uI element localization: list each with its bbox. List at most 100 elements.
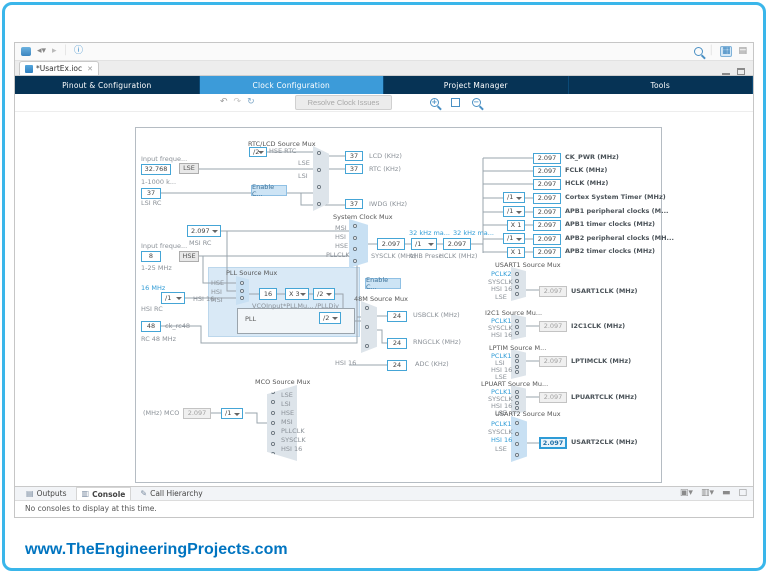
rtc-lcd-source-mux-option-0[interactable] (317, 151, 321, 155)
mco-source-mux[interactable] (267, 385, 297, 461)
hclk-value[interactable]: 2.097 (443, 238, 471, 250)
lptim-source-mux-option-3[interactable] (515, 370, 519, 374)
usart2-source-mux-option-3[interactable] (515, 453, 519, 457)
rtc-lcd-source-mux-option-3[interactable] (317, 202, 321, 206)
lpuart-source-mux-option-2[interactable] (515, 400, 519, 405)
lsi-freq-value[interactable]: 37 (141, 188, 161, 199)
lse-freq-value[interactable]: 32.768 (141, 164, 171, 175)
forward-icon[interactable]: ▸ (52, 46, 57, 56)
pll-source-mux[interactable] (236, 276, 249, 305)
iwdg-value[interactable]: 37 (345, 199, 363, 209)
mco-source-mux-option-5[interactable] (271, 441, 275, 446)
usart1-source-mux-option-2[interactable] (515, 285, 519, 290)
apb2-prescaler-select[interactable]: /1 (503, 233, 525, 244)
lcd-value[interactable]: 37 (345, 151, 363, 161)
open-console-icon[interactable]: ▣▾ (679, 488, 693, 498)
display-console-icon[interactable]: ▥▾ (700, 488, 714, 498)
usbclk-value[interactable]: 24 (387, 311, 407, 322)
editor-tab-usartex[interactable]: *UsartEx.ioc ✕ (19, 61, 99, 75)
cortex-timer-value[interactable]: 2.097 (533, 193, 561, 204)
rtc-hse-divider-select[interactable]: /2 (249, 147, 267, 157)
i2c1-source-mux-option-0[interactable] (515, 319, 519, 323)
sysclk-value[interactable]: 2.097 (377, 238, 405, 250)
system-clock-mux[interactable] (349, 219, 368, 268)
system-clock-mux-option-1[interactable] (353, 235, 357, 240)
tab-project-manager[interactable]: Project Manager (384, 76, 569, 94)
rtc-value[interactable]: 37 (345, 164, 363, 174)
pll-post-div-select[interactable]: /2 (319, 312, 341, 324)
system-clock-mux-option-0[interactable] (353, 224, 357, 228)
apb2-timer-mult[interactable]: X 1 (507, 247, 525, 258)
i2c1-source-mux[interactable] (511, 314, 526, 340)
mco-source-mux-option-2[interactable] (271, 410, 275, 415)
usart1clk-value[interactable]: 2.097 (539, 286, 567, 297)
rc48-freq-value[interactable]: 48 (141, 321, 161, 332)
lpuart-source-mux-option-0[interactable] (515, 390, 519, 394)
usart2-source-mux[interactable] (511, 416, 527, 462)
apb2-periph-value[interactable]: 2.097 (533, 234, 561, 245)
rngclk-value[interactable]: 24 (387, 338, 407, 349)
apb2-timer-value[interactable]: 2.097 (533, 247, 561, 258)
enable-css-checkbox[interactable]: Enable C... (365, 277, 401, 290)
app-icon[interactable] (21, 47, 31, 56)
msi-range-select[interactable]: 2.097 (187, 225, 221, 237)
apb1-periph-value[interactable]: 2.097 (533, 207, 561, 218)
hclk-out-value[interactable]: 2.097 (533, 179, 561, 190)
pll-source-mux-option-1[interactable] (240, 288, 244, 293)
panel-tab-console[interactable]: ▥ Console (75, 487, 132, 500)
lptim-source-mux-option-0[interactable] (515, 354, 519, 358)
usart1-source-mux-option-0[interactable] (515, 272, 519, 276)
lptim-source-mux[interactable] (511, 349, 526, 379)
mco-value[interactable]: 2.097 (183, 408, 211, 419)
lpuart-source-mux-option-3[interactable] (515, 406, 519, 410)
hsi-divider-select[interactable]: /1 (161, 292, 185, 304)
cortex-prescaler-select[interactable]: /1 (503, 192, 525, 203)
fclk-value[interactable]: 2.097 (533, 166, 561, 177)
fit-view-icon[interactable] (451, 98, 461, 107)
refresh-icon[interactable]: ↻ (247, 97, 255, 107)
tab-pinout-configuration[interactable]: Pinout & Configuration (15, 76, 200, 94)
redo-icon[interactable]: ↷ (233, 97, 242, 107)
i2c1-source-mux-option-1[interactable] (515, 325, 519, 329)
panel-tab-outputs[interactable]: ▤ Outputs (21, 487, 72, 500)
usart1-source-mux[interactable] (511, 267, 526, 301)
lpuart-source-mux-option-1[interactable] (515, 395, 519, 400)
m48-source-mux[interactable] (361, 301, 377, 353)
usart2-source-mux-option-2[interactable] (515, 442, 519, 447)
pll-source-mux-option-2[interactable] (240, 296, 244, 300)
usart2-source-mux-option-1[interactable] (515, 431, 519, 436)
plldiv-select[interactable]: /2 (313, 288, 335, 300)
apb1-timer-value[interactable]: 2.097 (533, 220, 561, 231)
resolve-clock-issues-button[interactable]: Resolve Clock Issues (294, 95, 393, 110)
pllmul-select[interactable]: X 3 (285, 288, 309, 300)
rtc-lcd-source-mux[interactable] (313, 146, 329, 211)
minimize-icon[interactable] (722, 73, 730, 75)
usart2clk-value[interactable]: 2.097 (539, 437, 567, 449)
i2c1-source-mux-option-2[interactable] (515, 331, 519, 335)
pll-source-mux-option-0[interactable] (240, 281, 244, 285)
mco-divider-select[interactable]: /1 (221, 408, 243, 419)
system-clock-mux-option-2[interactable] (353, 247, 357, 252)
ahb-prescaler-select[interactable]: /1 (411, 238, 437, 250)
lptim-source-mux-option-1[interactable] (515, 359, 519, 364)
lptimclk-value[interactable]: 2.097 (539, 356, 567, 367)
hse-freq-value[interactable]: 8 (141, 251, 161, 262)
usart1-source-mux-option-1[interactable] (515, 278, 519, 283)
enable-rtc-checkbox[interactable]: Enable C... (251, 184, 287, 197)
tab-close-icon[interactable]: ✕ (87, 64, 93, 73)
rtc-lcd-source-mux-option-2[interactable] (317, 185, 321, 189)
usart2-source-mux-option-0[interactable] (515, 421, 519, 425)
maximize-icon[interactable] (737, 67, 745, 75)
rtc-lcd-source-mux-option-1[interactable] (317, 168, 321, 172)
minimize-panel-icon[interactable]: ▬ (721, 488, 731, 498)
mco-source-mux-option-4[interactable] (271, 431, 275, 436)
apb1-timer-mult[interactable]: X 1 (507, 220, 525, 231)
maximize-panel-icon[interactable]: □ (738, 488, 747, 498)
m48-source-mux-option-2[interactable] (365, 344, 369, 348)
i2c1clk-value[interactable]: 2.097 (539, 321, 567, 332)
perspective-grid-icon[interactable]: ▦ (719, 46, 733, 57)
zoom-in-icon[interactable]: + (430, 98, 440, 107)
usart1-source-mux-option-3[interactable] (515, 292, 519, 296)
zoom-out-icon[interactable]: − (472, 98, 482, 107)
m48-source-mux-option-1[interactable] (365, 325, 369, 329)
